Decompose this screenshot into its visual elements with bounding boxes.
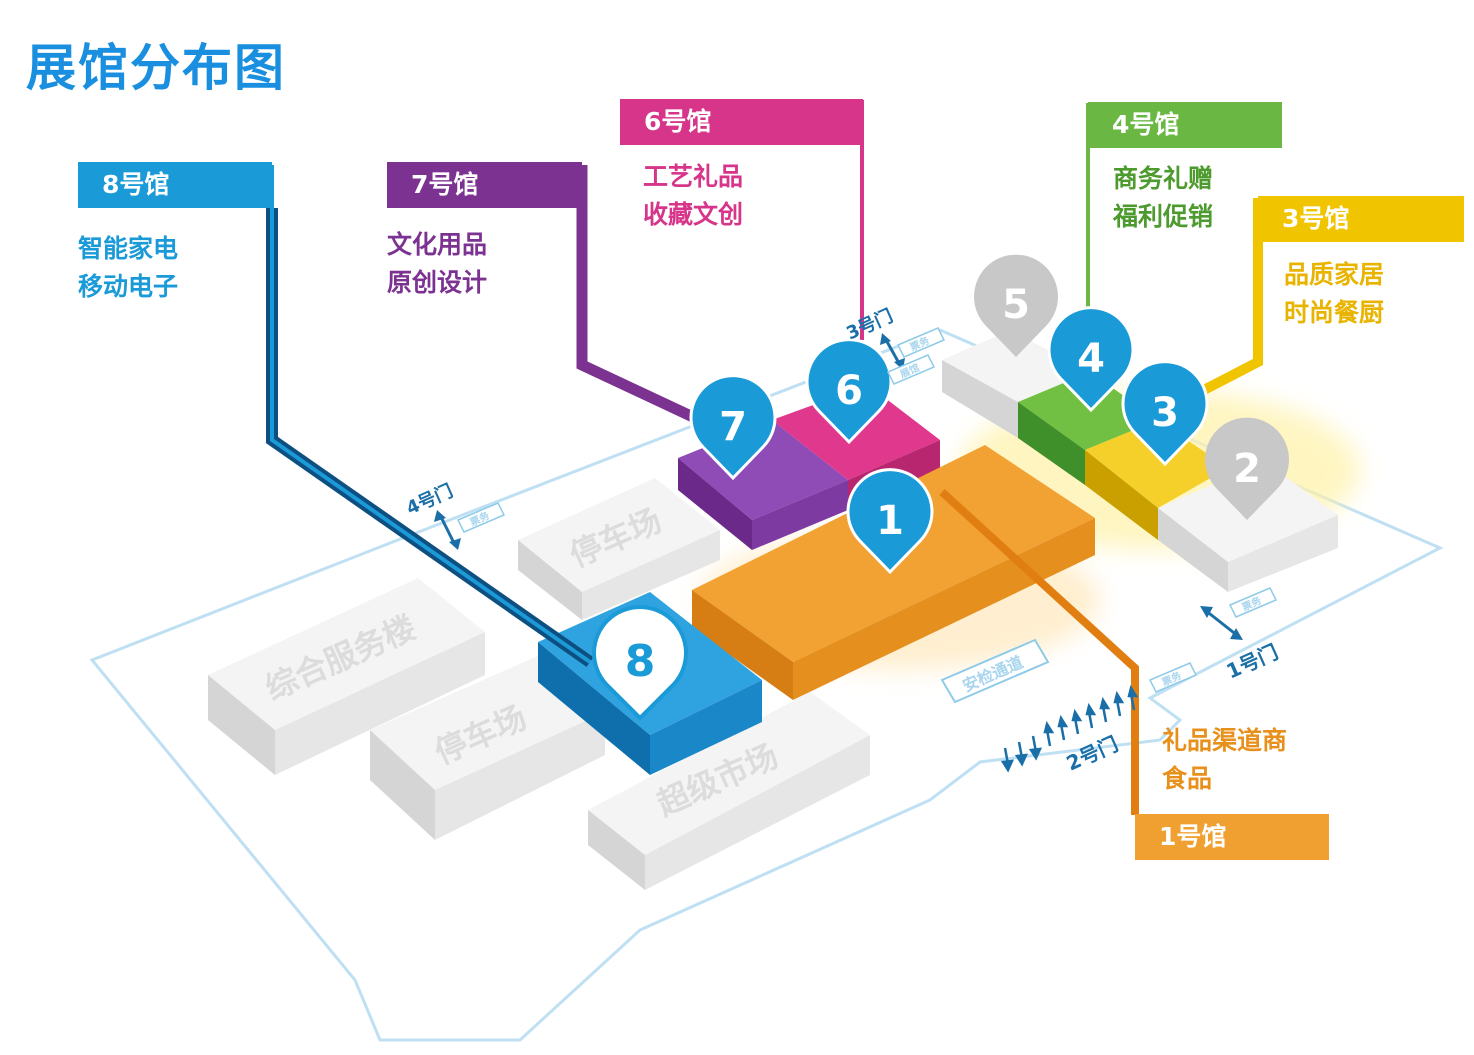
marker-3[interactable]: 3 (1121, 360, 1209, 467)
marker-1[interactable]: 1 (846, 468, 934, 575)
hall-4-line-2: 福利促销 (1113, 202, 1214, 231)
hall-1-header[interactable]: 1号馆 (1135, 814, 1329, 860)
hall-3-line-2: 时尚餐厨 (1284, 298, 1385, 327)
marker-4-number: 4 (1077, 336, 1105, 382)
hall-1-line-2: 食品 (1162, 764, 1213, 793)
hall-8-line-1: 智能家电 (78, 234, 179, 263)
hall-4-building[interactable] (1018, 372, 1158, 485)
ticket-tag-gate2: 票务 (1148, 662, 1198, 693)
hall-7-leader (576, 165, 713, 430)
page-title: 展馆分布图 (26, 39, 286, 97)
hall-4-header[interactable]: 4号馆 (1088, 102, 1282, 148)
hall-1-line-1: 礼品渠道商 (1162, 726, 1288, 755)
service-building (208, 578, 485, 775)
hall-3-building[interactable] (1085, 420, 1228, 540)
hall-8-line-2: 移动电子 (78, 272, 179, 301)
hall-1-description: 礼品渠道商 食品 (1162, 722, 1287, 798)
marker-8[interactable]: 8 (592, 605, 688, 721)
hall-8-header[interactable]: 8号馆 (78, 162, 272, 208)
hall-7-header[interactable]: 7号馆 (387, 162, 582, 208)
marker-7[interactable]: 7 (689, 374, 777, 481)
parking-building-a (518, 478, 720, 620)
hall-4-line-1: 商务礼赠 (1113, 164, 1214, 193)
marker-6-number: 6 (835, 368, 863, 414)
ticket-tag-gate3: 票务 (896, 327, 946, 358)
hall-3-description: 品质家居 时尚餐厨 (1284, 256, 1384, 332)
gate-2[interactable]: 2号门 (1000, 684, 1139, 776)
marker-3-number: 3 (1151, 390, 1179, 436)
hall-8-leader (266, 165, 594, 667)
hall-6-line-1: 工艺礼品 (643, 162, 744, 191)
gate-2-label: 2号门 (1063, 732, 1122, 776)
hall-8-description: 智能家电 移动电子 (78, 230, 178, 306)
marker-7-number: 7 (719, 404, 747, 450)
marker-4[interactable]: 4 (1047, 306, 1135, 413)
gate-3-label: 3号门 (843, 305, 896, 345)
marker-2-number: 2 (1233, 446, 1261, 492)
hall-7-line-1: 文化用品 (387, 230, 488, 259)
ticket-tag-gate1: 票务 (1228, 587, 1278, 618)
marker-2: 2 (1205, 417, 1289, 520)
gate-4-label: 4号门 (403, 480, 456, 520)
marker-5-number: 5 (1002, 282, 1030, 328)
hall-5-building (942, 330, 1090, 438)
hall-7-line-2: 原创设计 (387, 268, 488, 297)
hall-7-description: 文化用品 原创设计 (387, 226, 487, 302)
hall-1-leader (939, 489, 1139, 815)
hall-6-description: 工艺礼品 收藏文创 (643, 158, 743, 234)
marker-1-number: 1 (876, 498, 904, 544)
hall-3-line-1: 品质家居 (1284, 260, 1385, 289)
hall-6-header[interactable]: 6号馆 (620, 99, 863, 145)
marker-5: 5 (974, 254, 1058, 357)
marker-8-number: 8 (625, 636, 656, 687)
hall-3-header[interactable]: 3号馆 (1258, 196, 1464, 242)
supermarket-building (588, 692, 870, 890)
hall-6-line-2: 收藏文创 (643, 200, 744, 229)
gate-1[interactable]: 1号门 (1200, 606, 1282, 684)
entrance-tag-gate3: 展馆 (886, 354, 936, 385)
hall-3-leader (1197, 198, 1263, 397)
marker-6[interactable]: 6 (805, 338, 893, 445)
hall-4-description: 商务礼赠 福利促销 (1113, 160, 1213, 236)
